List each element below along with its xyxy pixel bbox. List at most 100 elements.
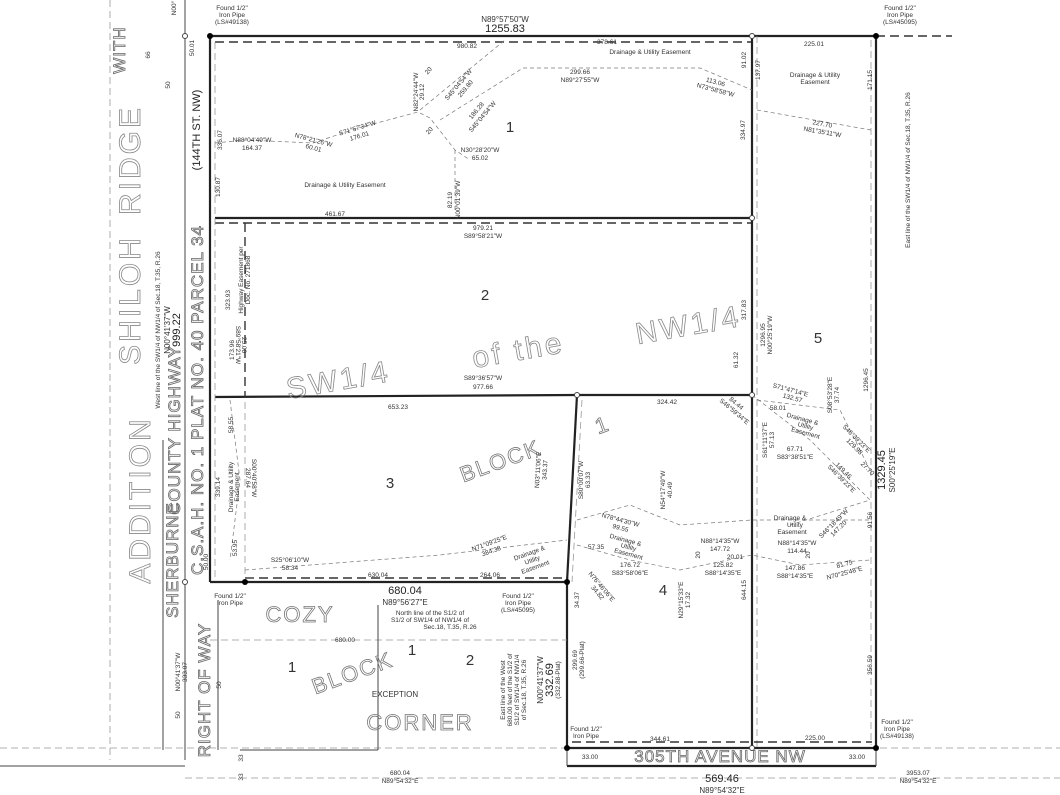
plat-label-d680-04b: 680.04 [390, 770, 410, 777]
plat-label-d334: 334.97 [740, 120, 747, 140]
lot-line-3-1 [565, 394, 579, 583]
plat-label-county-hwy: COUNTY HIGHWAY [165, 345, 184, 515]
plat-label-b999: N00°41'37"W [163, 306, 172, 354]
plat-label-d324: 324.42 [657, 399, 677, 406]
plat-label-east-w-2: 680.00 feet of the S1/2 of [507, 653, 514, 726]
plat-label-d40: 40.49 [667, 481, 674, 498]
plat-label-ease-e2: Utility [797, 421, 815, 432]
plat-label-fnd-sw-1: Found 1/2" [570, 726, 602, 733]
lot-corner-marker [182, 33, 188, 39]
plat-label-d58-01: 58.01 [770, 405, 787, 412]
plat-label-b65: N30°28'20"W [461, 146, 501, 154]
plat-label-d66: 66 [145, 51, 152, 59]
plat-label-b332: N00°41'37"W [536, 656, 545, 704]
plat-label-b299-66: N89°27'55"W [561, 76, 601, 84]
plat-label-corner: CORNER [366, 710, 473, 735]
plat-label-north-line-1: North line of the S1/2 of [396, 610, 464, 617]
plat-label-d20-01: 20.01 [727, 554, 744, 561]
plat-label-b63: S80°00'07"W [577, 460, 585, 499]
plat-label-b57: S61°11'37"E [761, 421, 769, 458]
plat-label-ave305: 305TH AVENUE NW [634, 747, 806, 766]
plat-label-b37: S08°53'28"E [826, 376, 834, 413]
plat-label-with: WITH [110, 26, 129, 73]
plat-label-b3953: N89°54'32"E [900, 777, 938, 785]
plat-label-b29: N82°24'44"W [412, 72, 420, 112]
plat-label-ridge: RIDGE [114, 105, 147, 215]
plat-label-lot5: 5 [814, 330, 822, 347]
plat-label-w20a: 20 [424, 66, 434, 76]
monuments [182, 33, 879, 751]
plat-label-ease-lot3-2: Easement [234, 472, 241, 501]
plat-label-d25: 25.00 [240, 337, 247, 354]
plat-label-fnd-c-2: Iron Pipe [217, 600, 243, 607]
plat-label-d137: 137.97 [755, 60, 762, 80]
plat-label-d339: 339.14 [215, 477, 222, 497]
plat-label-d176-72: 176.72 [620, 562, 640, 569]
plat-label-ease-f3: Easement [777, 529, 806, 536]
plat-label-d29: 29.12 [419, 83, 426, 100]
plat-label-d171: 171.15 [867, 70, 874, 90]
plat-label-d147-86: 147.86 [785, 565, 805, 572]
plat-label-ease-m2: Utility [620, 542, 638, 553]
plat-label-d680-04: 680.04 [388, 585, 422, 597]
plat-label-d37: 37.74 [834, 386, 841, 403]
plat-label-d287: 287.64 [244, 468, 251, 488]
plat-label-d653: 653.23 [388, 404, 408, 411]
plat-label-d3953: 3953.07 [906, 770, 930, 777]
plat-label-fnd-nw-2: Iron Pipe [219, 12, 245, 19]
plat-label-d125: 125.82 [713, 562, 733, 569]
plat-label-p299: (299.66-Plat) [579, 641, 586, 679]
plat-label-east-w-4: of Sec.18, T.35, R.26 [521, 659, 528, 720]
lot-corner-marker [574, 392, 580, 398]
plat-label-d130: 130.87 [215, 177, 222, 197]
plat-label-ease-lot3-1: Drainage & Utility [228, 461, 235, 512]
plat-label-b343: N03°11'06"E [533, 451, 543, 488]
plat-label-d53: 53.95 [232, 539, 239, 556]
plat-label-east-w-3: S1/2 of SW1/4 of NW1/4 [514, 654, 521, 725]
plat-label-cozy: COZY [265, 602, 334, 627]
plat-label-exc-blk1: 1 [408, 642, 416, 659]
plat-label-row: RIGHT OF WAY [195, 623, 214, 757]
plat-label-d461: 461.67 [325, 211, 345, 218]
plat-label-d65: 65.02 [472, 155, 489, 162]
plat-label-fnd-ne-2: Iron Pipe [887, 12, 913, 19]
plat-label-d264: 264.06 [480, 572, 500, 579]
plat-label-d173: 173.96 [229, 340, 236, 360]
found-iron-pipe-marker [873, 33, 879, 39]
plat-label-d50c: 50 [165, 81, 172, 89]
plat-label-d1296-95: 1296.95 [760, 323, 767, 347]
plat-label-b40: N54°17'49"W [659, 470, 667, 510]
plat-label-d356: 356.59 [867, 655, 874, 675]
plat-label-ease-f2: Utility [787, 522, 804, 529]
plat-label-w20b: 20 [425, 126, 435, 136]
plat-label-fnd-nw-3: (LS#49138) [215, 19, 249, 26]
plat-label-b680-04: N89°56'27"E [382, 598, 427, 607]
plat-label-b82: N00°01'39"W [454, 180, 462, 220]
plat-label-d17: 17.32 [685, 591, 692, 608]
plat-label-sherburne: SHERBURNE [163, 502, 182, 618]
plat-label-b333: N00°41'37"W [174, 652, 182, 692]
plat-label-d63: 63.33 [585, 471, 592, 488]
plat-label-d630: 630.04 [368, 572, 388, 579]
plat-label-d225-01: 225.01 [804, 41, 824, 48]
plat-label-hwy-ease-1: Highway Easement per [238, 246, 245, 314]
plat-label-b680-04b: N89°54'32"E [382, 777, 420, 785]
plat-label-d227: 227.70 [812, 119, 833, 129]
plat-label-b1329: S00°25'19"E [888, 448, 897, 493]
plat-label-d33c: 33 [238, 754, 245, 762]
plat-label-ease-f1: Drainage & [774, 515, 807, 522]
plat-label-d336: 336.07 [217, 130, 224, 150]
plat-label-b979: S89°58'21"W [464, 232, 503, 240]
plat-label-d34-37: 34.37 [574, 591, 581, 608]
plat-label-d50a: 50 [216, 681, 223, 689]
lot-corner-marker [182, 579, 188, 585]
found-iron-pipe-marker [242, 579, 248, 585]
plat-label-b25: S89°58'21"W [234, 326, 242, 365]
plat-label-d58-34: 58.34 [282, 565, 299, 572]
plat-label-d333: 333.07 [182, 662, 189, 682]
plat-label-north-line-3: Sec.18, T.35, R.26 [423, 624, 477, 631]
plat-label-b147-86: S88°14'35"E [777, 572, 814, 580]
plat-label-north-line-2: S1/2 of SW1/4 of NW1/4 of [391, 617, 469, 624]
plat-label-b58-34: S25°06'10"W [271, 556, 310, 564]
plat-label-lot4: 4 [659, 582, 667, 599]
